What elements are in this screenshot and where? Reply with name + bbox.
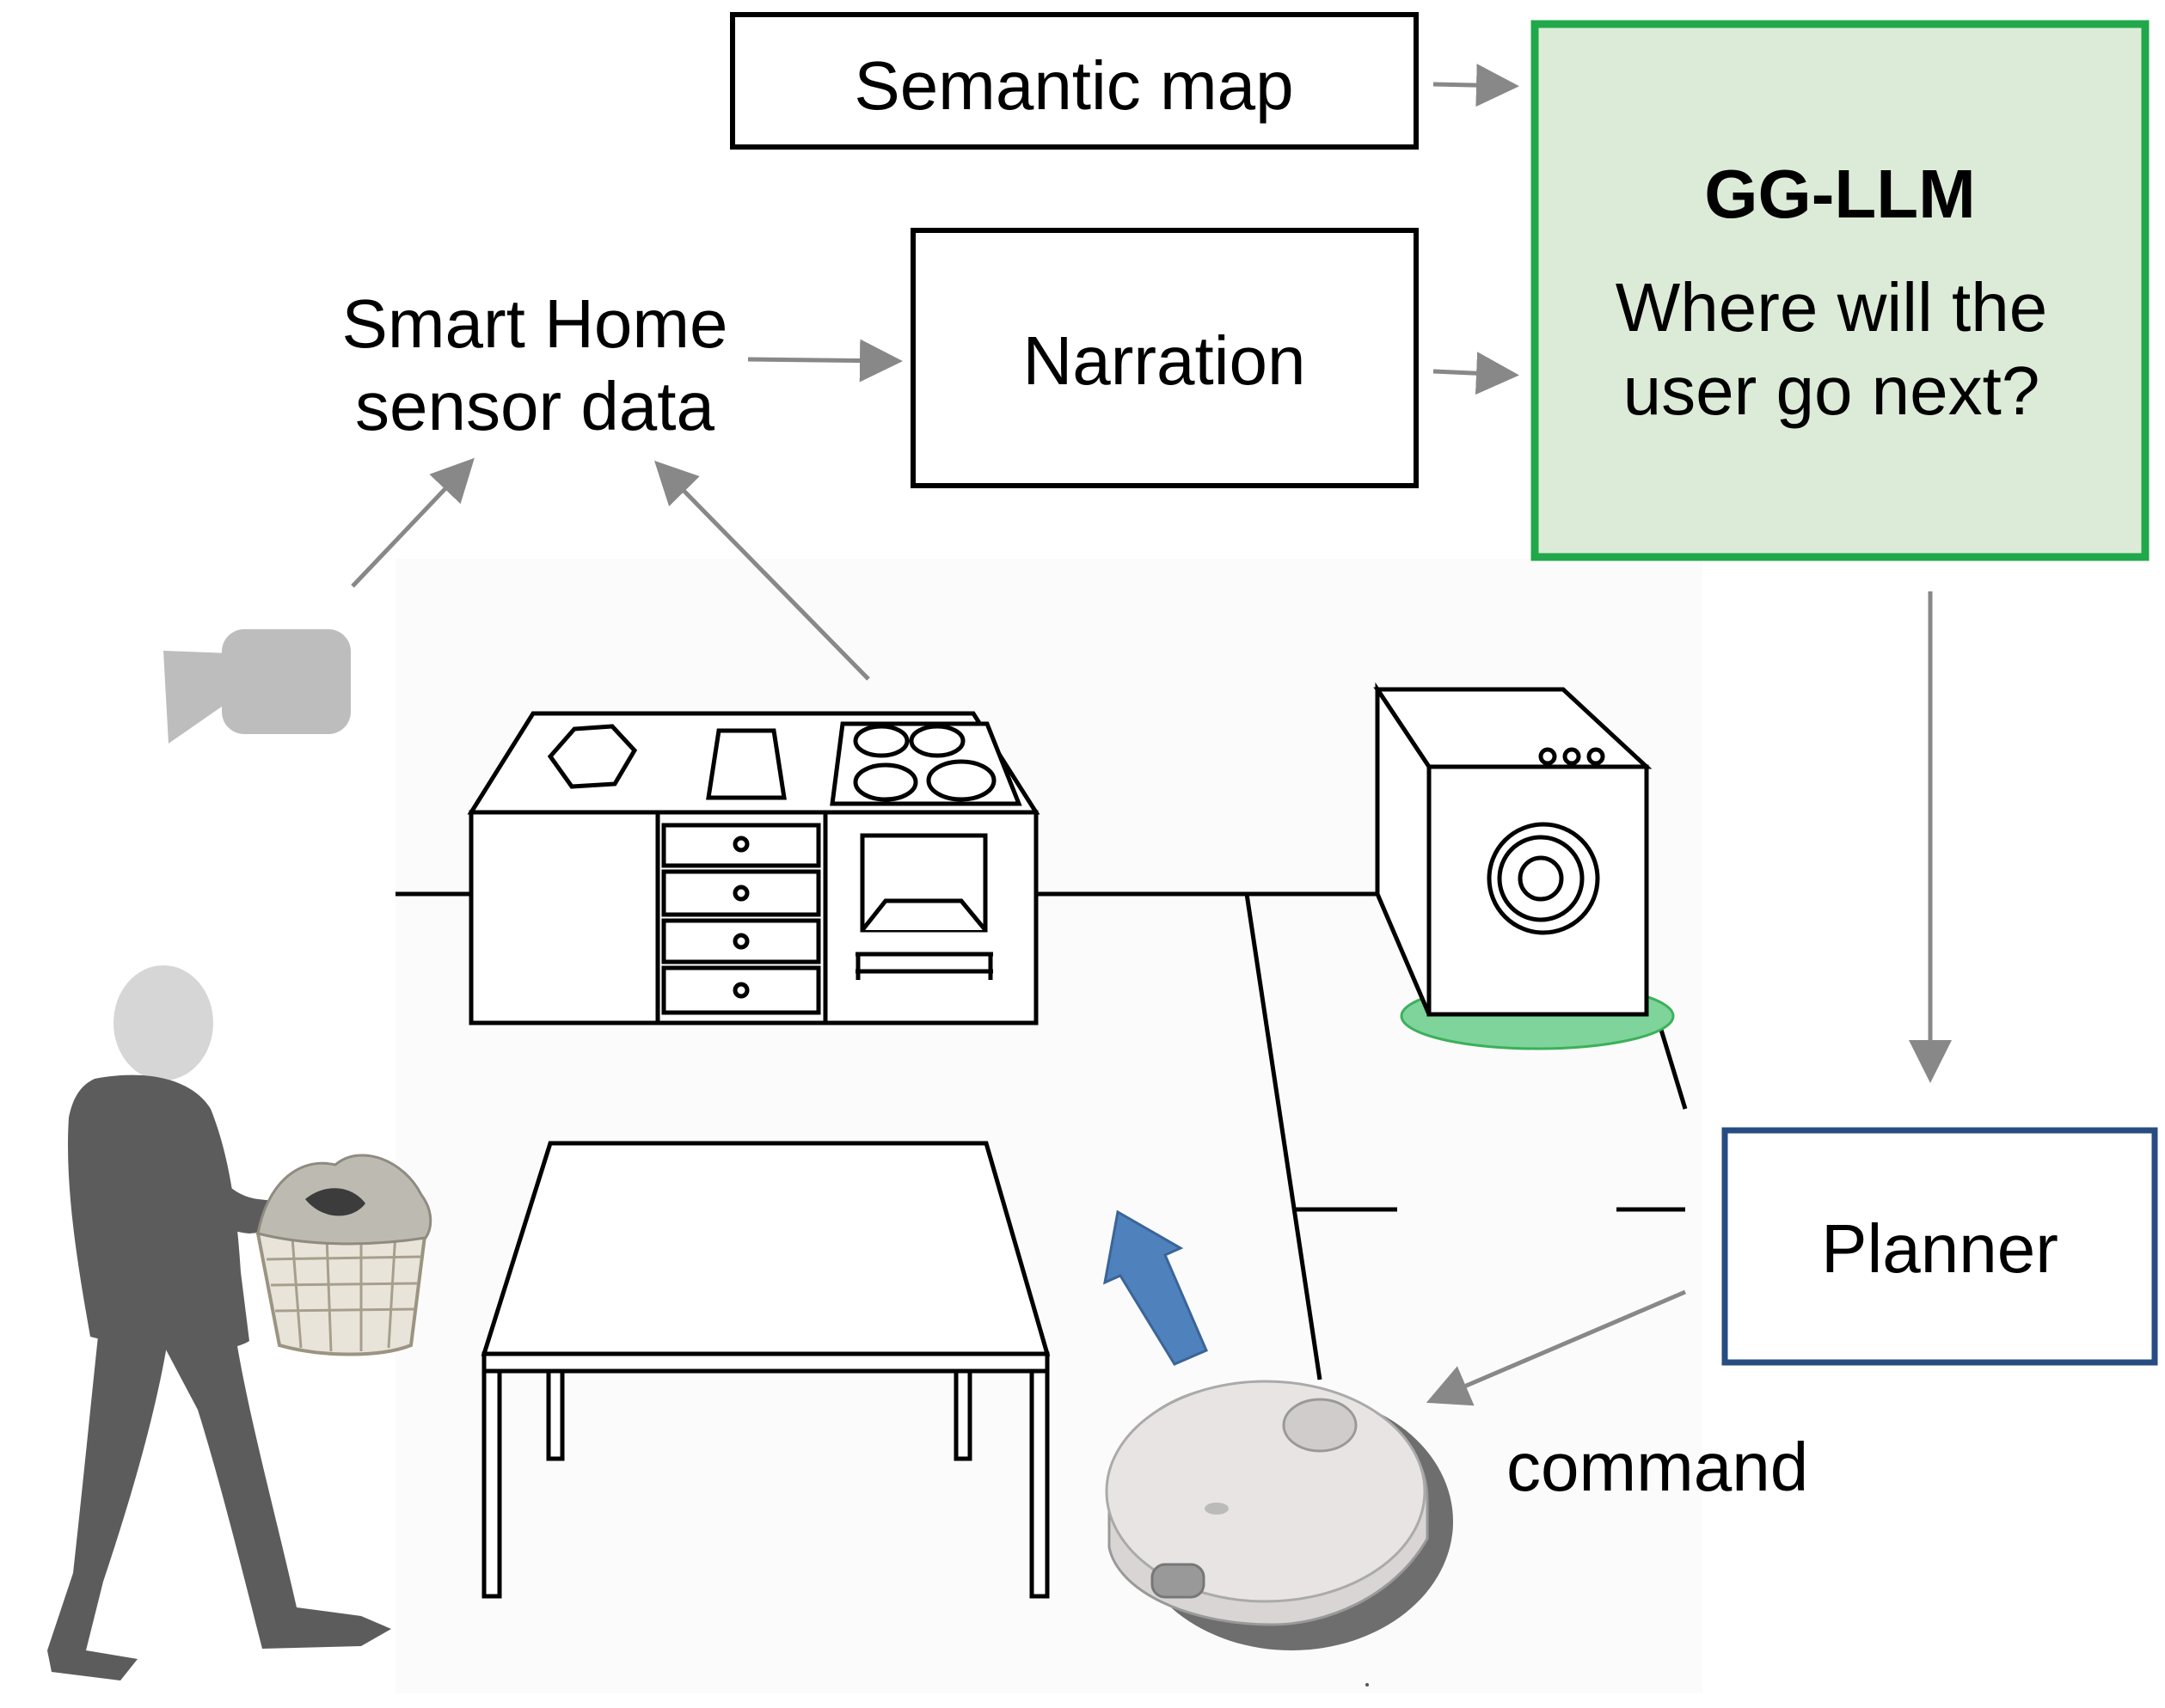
semantic-map-box: Semantic map xyxy=(730,12,1419,150)
gg-llm-question-line2: user go next? xyxy=(1623,352,2040,429)
sensor-data-label-line2: sensor data xyxy=(355,368,715,444)
move-arrow-icon xyxy=(1103,1209,1208,1366)
planner-box: Planner xyxy=(1721,1127,2158,1366)
flow-arrows xyxy=(351,64,1952,1406)
small-dot xyxy=(1365,1683,1369,1687)
narration-box: Narration xyxy=(911,228,1419,488)
arrow-narration-to-gg-llm xyxy=(1432,352,1519,395)
video-camera-icon xyxy=(163,629,351,744)
gg-llm-title: GG-LLM xyxy=(1704,156,1975,232)
arrow-sensor-to-narration xyxy=(747,339,903,383)
command-label: command xyxy=(1506,1429,1808,1505)
planner-label: Planner xyxy=(1821,1210,2058,1287)
sensor-data-label-line1: Smart Home xyxy=(342,285,728,362)
arrow-kitchen-to-sensor xyxy=(654,460,870,681)
arrow-planner-to-robot xyxy=(1426,1289,1686,1406)
semantic-map-label: Semantic map xyxy=(854,47,1293,124)
robot-vacuum xyxy=(1105,1380,1453,1650)
arrow-semantic-map-to-gg-llm xyxy=(1432,64,1519,107)
person-with-laundry-basket xyxy=(47,965,432,1680)
table xyxy=(481,1141,1051,1599)
gg-llm-box: GG-LLM Where will the user go next? xyxy=(1530,20,2150,561)
washing-machine xyxy=(1373,682,1675,1050)
kitchen-counter-stove xyxy=(467,711,1040,1025)
gg-llm-question-line1: Where will the xyxy=(1616,269,2047,346)
narration-label: Narration xyxy=(1022,322,1305,399)
arrow-camera-to-sensor xyxy=(351,457,475,588)
